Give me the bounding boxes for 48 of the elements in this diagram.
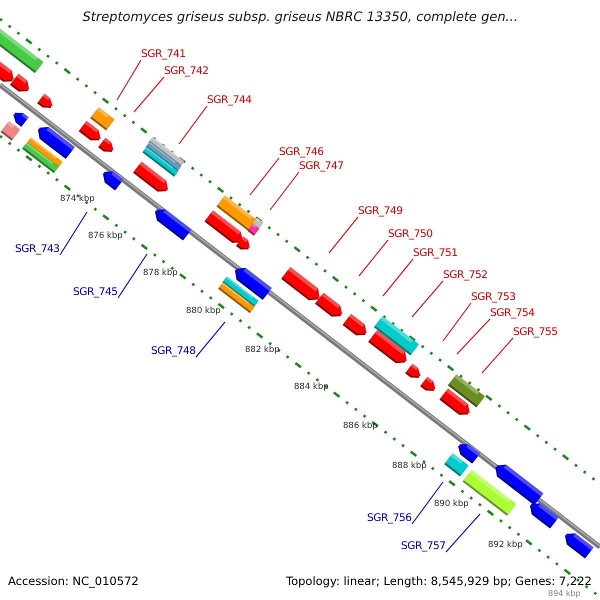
gene-label: SGR_743 [15, 244, 60, 254]
leader-line [196, 322, 226, 358]
leader-line [178, 106, 208, 144]
scale-label: 886 kbp [343, 422, 378, 430]
leader-line [382, 258, 414, 296]
gene-label: SGR_755 [513, 327, 558, 338]
scale-label: 884 kbp [294, 383, 329, 392]
leader-line [134, 76, 164, 112]
leader-line [446, 514, 480, 552]
scale-label: 880 kbp [186, 307, 221, 316]
scale-label: 888 kbp [392, 462, 427, 470]
leader-line [60, 212, 88, 256]
summary-text: Topology: linear; Length: 8,545,929 bp; Genes: 7,222 [286, 576, 592, 588]
accession-text: Accession: NC_010572 [8, 576, 139, 588]
scale-label: 892 kbp [488, 541, 523, 550]
gene-label: SGR_754 [490, 308, 535, 318]
gene-label: SGR_752 [443, 270, 488, 280]
title: Streptomyces griseus subsp. griseus NBRC 13350, complete gen... [82, 11, 518, 24]
gene-label: SGR_741 [141, 49, 186, 60]
leader-line [412, 280, 444, 318]
leader-line [456, 318, 490, 354]
gene-label: SGR_757 [401, 541, 446, 552]
gene-label: SGR_744 [207, 95, 252, 106]
scale-label: 878 kbp [143, 269, 178, 278]
scale-label: 890 kbp [434, 500, 469, 508]
scale-label: 894 kbp [548, 590, 581, 598]
leader-line [442, 302, 472, 342]
leader-line [270, 172, 300, 210]
scale-label: 882 kbp [245, 346, 280, 354]
leader-line [412, 482, 444, 524]
leader-line [250, 158, 280, 196]
gene-label: SGR_749 [358, 206, 403, 216]
gene-label: SGR_750 [388, 229, 433, 240]
gene-label: SGR_756 [367, 513, 412, 524]
gene-label: SGR_753 [471, 292, 516, 302]
leader-line [482, 338, 514, 374]
gene-label: SGR_745 [73, 287, 118, 298]
leader-line [358, 240, 388, 276]
scale-label: 876 kbp [88, 232, 123, 240]
leader-line [118, 254, 148, 298]
gene-label: SGR_751 [413, 248, 458, 258]
leader-line [116, 60, 142, 100]
leader-line [328, 216, 358, 254]
gene-label: SGR_742 [164, 66, 209, 76]
gene-label: SGR_746 [279, 147, 324, 158]
scale-label: 874 kbp [60, 195, 95, 204]
gene-label: SGR_748 [151, 346, 196, 356]
gene-label: SGR_747 [299, 161, 344, 172]
